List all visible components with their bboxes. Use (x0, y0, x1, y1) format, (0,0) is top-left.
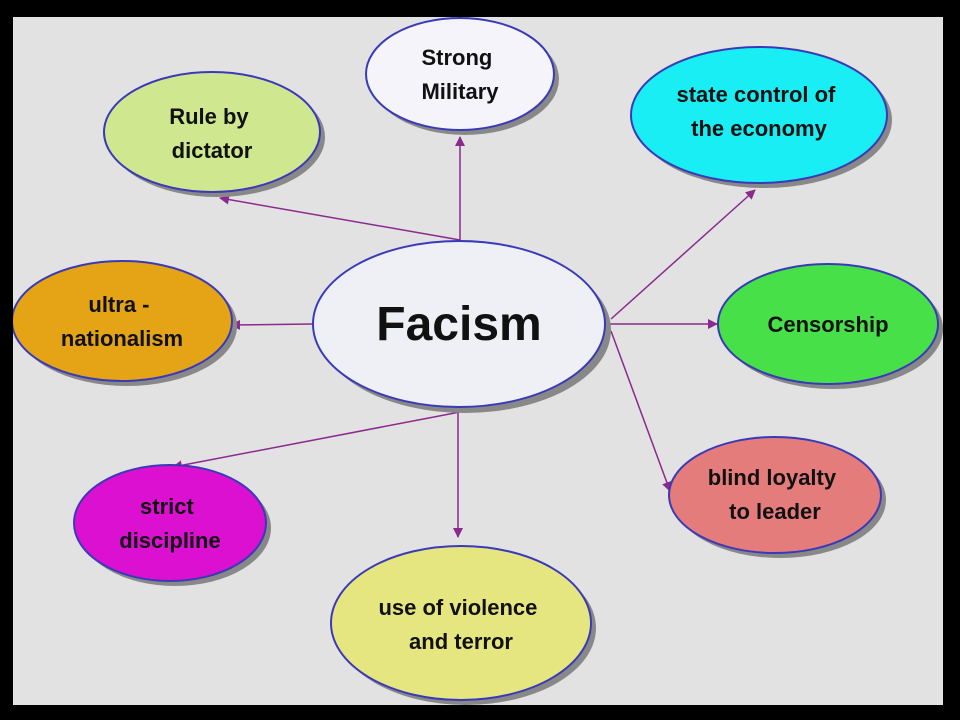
center-node[interactable]: Facism (312, 240, 611, 413)
node-strong-military-label: Strong Military (421, 45, 499, 104)
connector-to-ultra-nationalism (230, 319, 314, 330)
node-censorship-shape (717, 263, 939, 385)
node-strict-discipline[interactable]: strict discipline (73, 464, 271, 586)
connectors (172, 136, 756, 538)
node-strong-military[interactable]: Strong Military (365, 17, 559, 135)
connector-to-blind-loyalty (610, 330, 672, 492)
center-node-shape (312, 240, 606, 408)
node-violence-terror[interactable]: use of violence and terror (330, 545, 596, 705)
node-censorship-label: Censorship (767, 312, 888, 337)
node-blind-loyalty-label: blind loyalty to leader (708, 465, 842, 524)
node-rule-by-dictator-label: Rule by dictator (169, 104, 255, 163)
node-ultra-nationalism[interactable]: ultra - nationalism (13, 260, 237, 386)
node-blind-loyalty-shape (668, 436, 882, 554)
node-rule-by-dictator[interactable]: Rule by dictator (103, 71, 325, 197)
concept-map: Facism Strong Military Rule by dictator (13, 17, 943, 705)
connector-to-strict-discipline (172, 411, 461, 471)
diagram-panel: Facism Strong Military Rule by dictator (13, 17, 943, 705)
center-node-label: Facism (376, 298, 541, 351)
node-violence-terror-label: use of violence and terror (378, 595, 543, 654)
node-violence-terror-shape (330, 545, 592, 701)
node-state-control-shape (630, 46, 888, 184)
node-ultra-nationalism-shape (13, 260, 233, 382)
node-censorship[interactable]: Censorship (717, 263, 943, 389)
node-strict-discipline-shape (73, 464, 267, 582)
node-state-control[interactable]: state control of the economy (630, 46, 892, 188)
node-strong-military-shape (365, 17, 555, 131)
node-state-control-label: state control of the economy (676, 82, 841, 141)
connector-to-state-control (610, 189, 756, 320)
node-blind-loyalty[interactable]: blind loyalty to leader (668, 436, 886, 558)
node-ultra-nationalism-label: ultra - nationalism (61, 292, 183, 351)
connector-to-rule-by-dictator (219, 194, 461, 241)
node-rule-by-dictator-shape (103, 71, 321, 193)
node-strict-discipline-label: strict discipline (119, 494, 220, 553)
